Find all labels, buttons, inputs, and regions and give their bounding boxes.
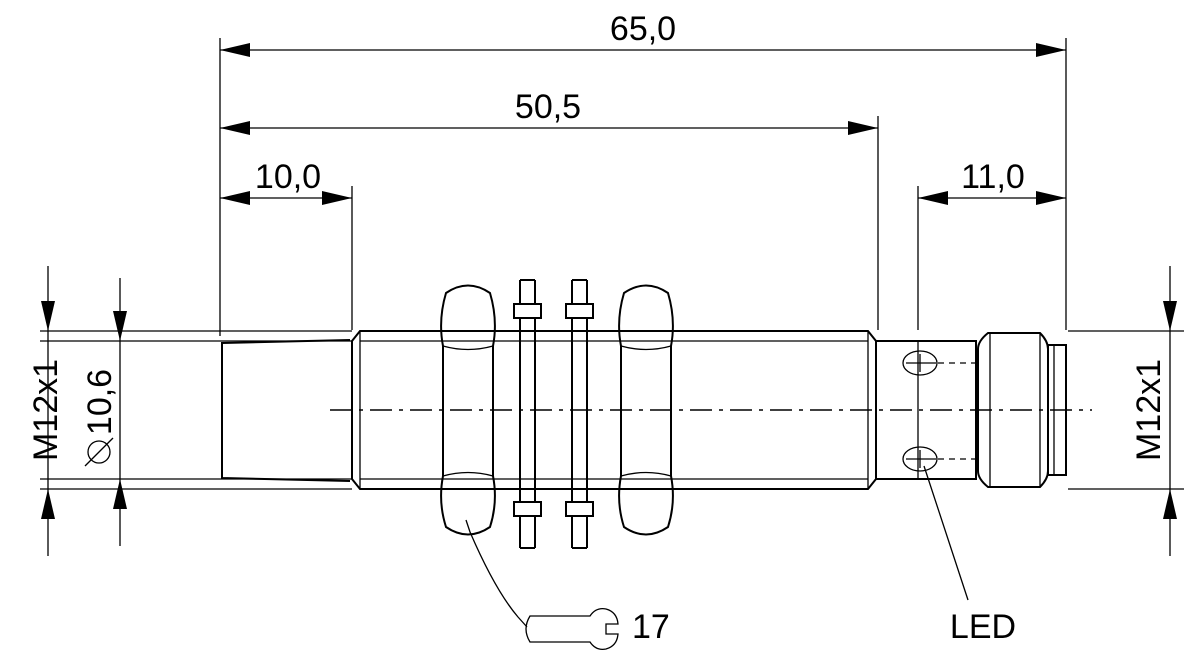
hex-nut-right [618, 284, 674, 536]
led-indicator-top [902, 350, 976, 376]
hex-nut-left [440, 284, 496, 536]
dim-thread-left [41, 266, 55, 556]
dim-thread-right [1163, 266, 1177, 556]
dim-50-5 [220, 121, 878, 135]
washer-right [565, 279, 594, 549]
dim-10 [220, 191, 352, 205]
thread-right-label: M12x1 [1130, 359, 1168, 461]
washer-left [513, 279, 542, 549]
led-leader [923, 465, 969, 601]
dim-overall-length: 65,0 [610, 10, 676, 48]
sensing-face [221, 339, 351, 482]
dim-65 [220, 43, 1066, 57]
wrench-icon [525, 608, 619, 650]
wrench-size-label: 17 [632, 608, 670, 646]
extension-lines [40, 38, 1184, 490]
diameter-label: 10,6 [81, 369, 119, 435]
dim-connector-length: 11,0 [961, 158, 1025, 196]
wrench-leader [465, 519, 528, 628]
led-indicator-bottom [902, 446, 976, 472]
led-label: LED [950, 608, 1016, 646]
dim-sensing-face-length: 10,0 [255, 158, 321, 196]
dim-11 [918, 191, 1066, 205]
thread-left-label: M12x1 [27, 359, 65, 461]
diameter-icon [84, 437, 114, 467]
dim-body-length: 50,5 [515, 88, 581, 126]
